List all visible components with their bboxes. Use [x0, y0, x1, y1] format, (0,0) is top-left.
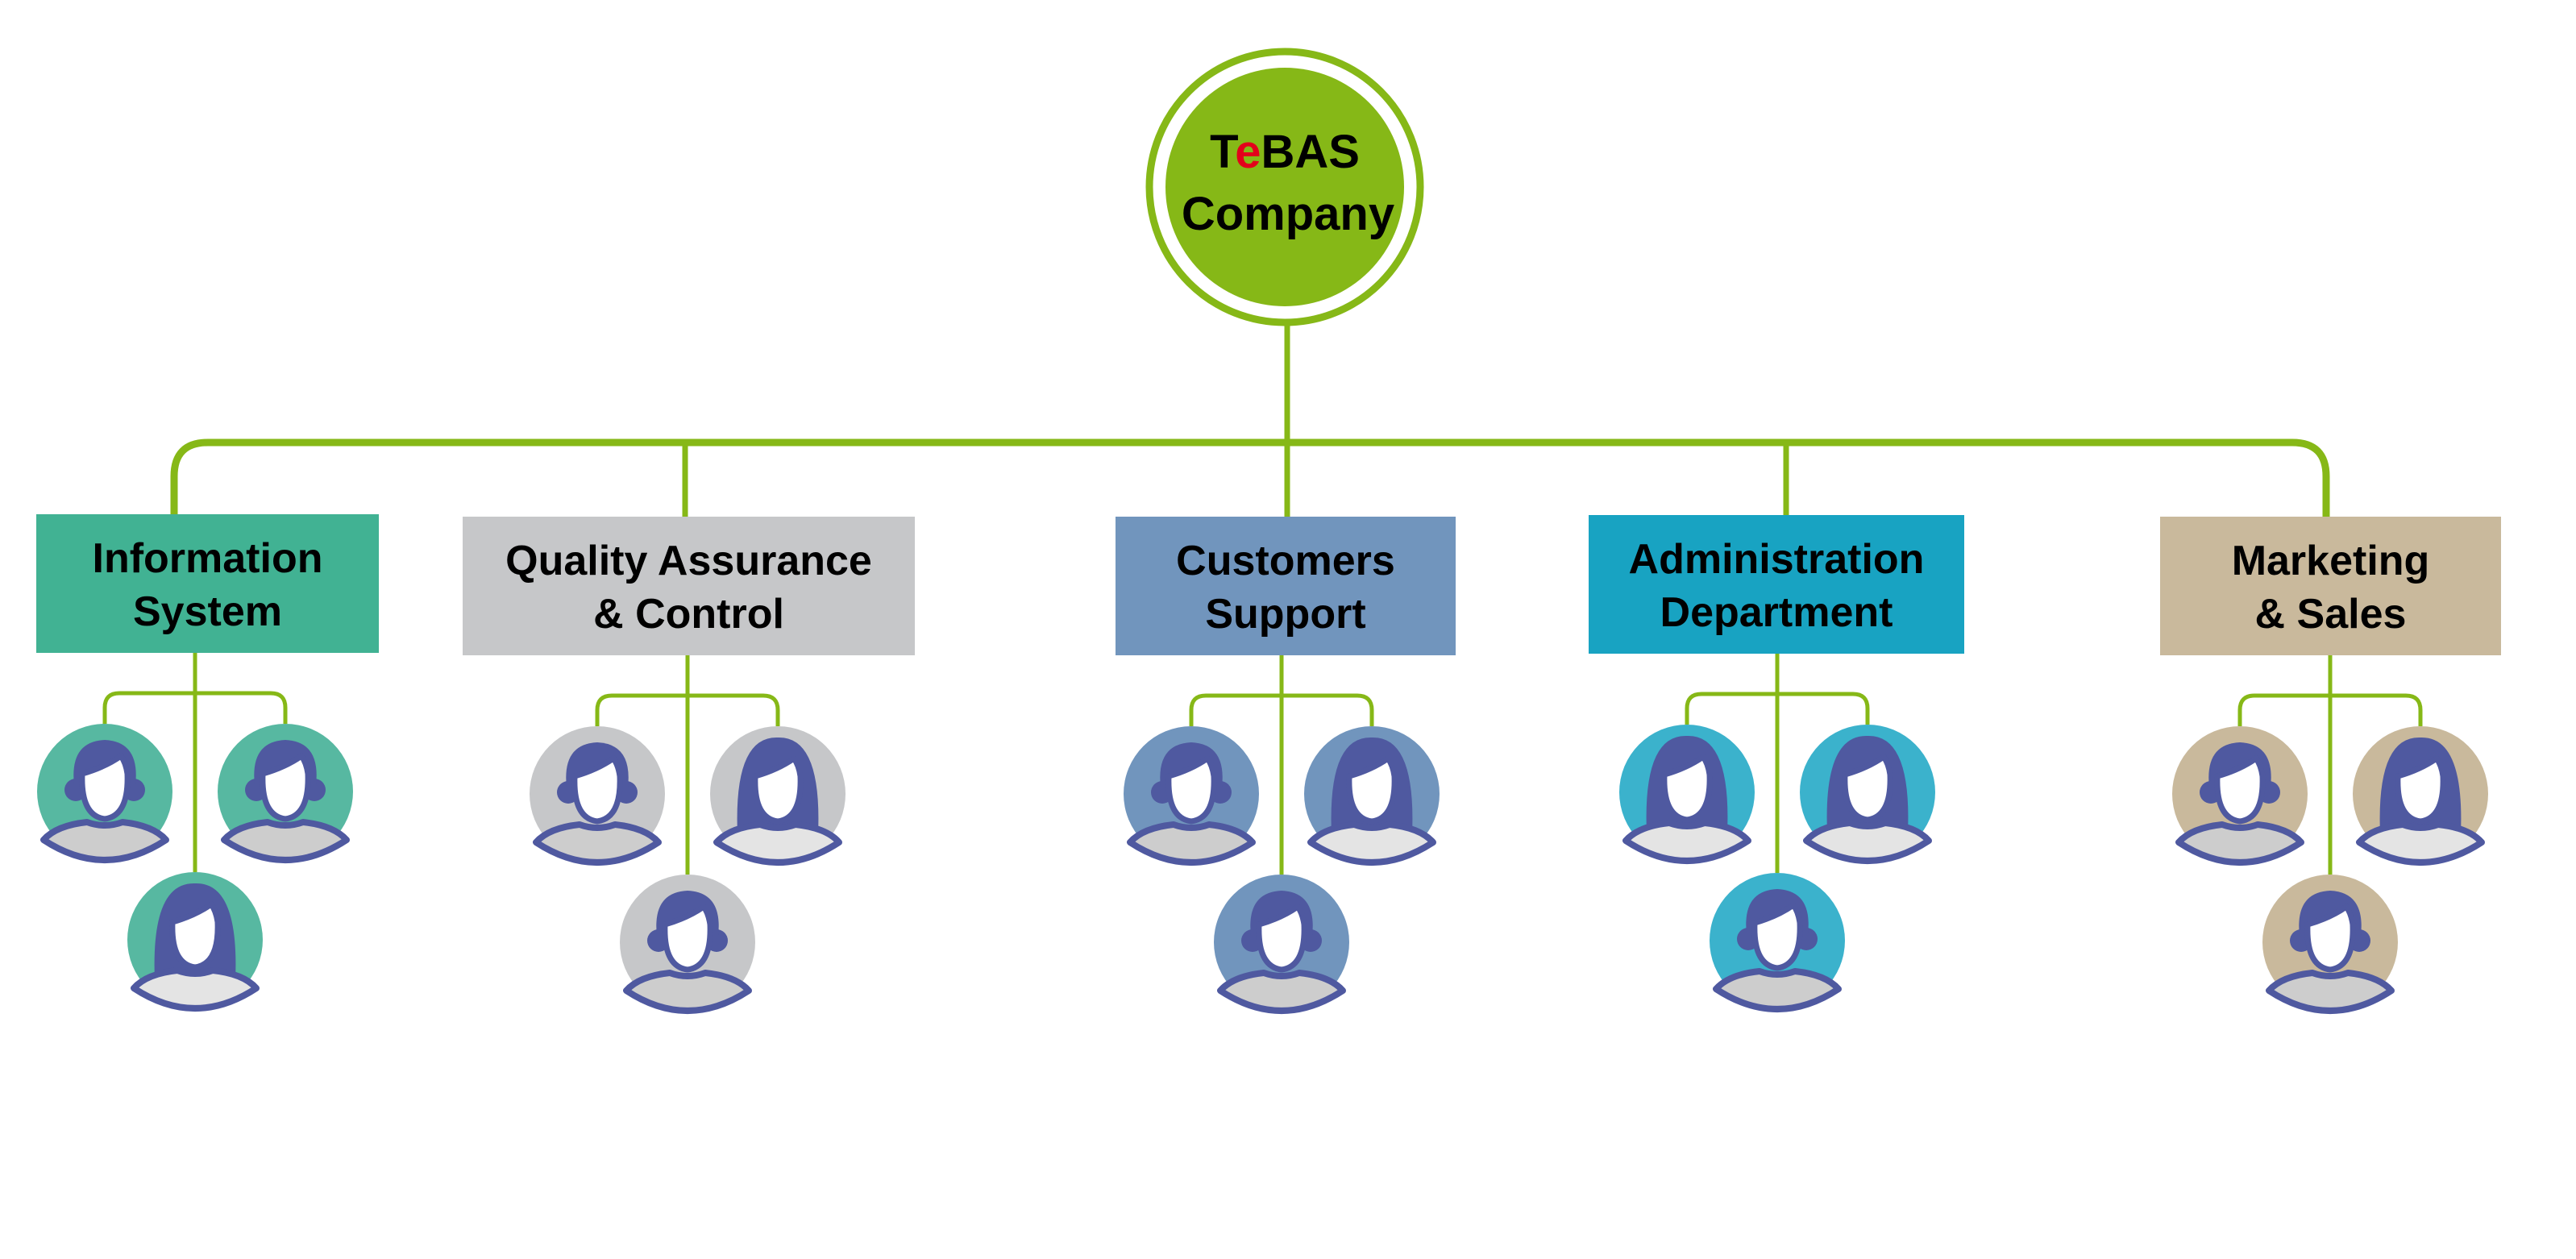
- shirt: [40, 819, 169, 863]
- department-box-background: [2160, 517, 2501, 655]
- face: [260, 752, 311, 822]
- root-node[interactable]: TeBAS Company: [1145, 48, 1424, 326]
- face: [2214, 754, 2266, 825]
- face: [1256, 903, 1307, 973]
- face: [1661, 753, 1713, 823]
- department-quality-assurance-control: Quality Assurance & Control: [463, 517, 915, 1014]
- shirt: [2356, 821, 2485, 866]
- male-person-icon[interactable]: [1710, 873, 1845, 1012]
- member-branch-connector: [2237, 693, 2423, 726]
- root-outer-ring: [1145, 48, 1424, 326]
- male-person-icon[interactable]: [2172, 726, 2308, 866]
- department-box-background: [1589, 515, 1964, 654]
- department-label-line: Quality Assurance: [505, 538, 872, 584]
- male-person-icon[interactable]: [620, 875, 755, 1014]
- male-person-icon[interactable]: [37, 724, 172, 863]
- department-box[interactable]: Quality Assurance & Control: [463, 517, 915, 655]
- department-label-line: & Control: [593, 591, 784, 638]
- root-circle: [1165, 68, 1404, 306]
- department-box[interactable]: Marketing & Sales: [2160, 517, 2501, 655]
- department-label-line: Support: [1205, 591, 1365, 638]
- face: [2304, 903, 2356, 973]
- department-label-line: & Sales: [2255, 591, 2407, 638]
- female-person-icon[interactable]: [710, 726, 846, 866]
- female-person-icon[interactable]: [2353, 726, 2488, 866]
- face: [1751, 901, 1803, 971]
- face: [752, 754, 804, 825]
- root-title-prefix: T: [1210, 126, 1238, 178]
- male-person-icon[interactable]: [530, 726, 665, 866]
- shirt: [1127, 821, 1256, 866]
- face: [169, 900, 221, 970]
- shirt: [131, 967, 260, 1012]
- shirt: [623, 970, 752, 1014]
- face: [571, 754, 623, 825]
- department-label-line: Marketing: [2232, 538, 2430, 584]
- member-branch-connector: [1189, 693, 1374, 726]
- member-branch-connector: [1685, 692, 1870, 725]
- shirt: [221, 819, 350, 863]
- department-label-line: Customers: [1176, 538, 1395, 584]
- main-connector-bar: [170, 438, 2330, 517]
- female-person-icon[interactable]: [1304, 726, 1440, 866]
- member-branch-connector: [102, 691, 288, 724]
- root-title: TeBAS: [1210, 126, 1360, 178]
- shirt: [2175, 821, 2304, 866]
- face: [2395, 754, 2446, 825]
- face: [662, 903, 713, 973]
- face: [1346, 754, 1398, 825]
- department-box-background: [1116, 517, 1456, 655]
- male-person-icon[interactable]: [2262, 875, 2398, 1014]
- connectors: [170, 322, 2330, 517]
- male-person-icon[interactable]: [1124, 726, 1259, 866]
- face: [79, 752, 131, 822]
- face: [1842, 753, 1893, 823]
- department-box-background: [36, 514, 379, 653]
- department-label-line: Administration: [1629, 536, 1925, 583]
- female-person-icon[interactable]: [127, 872, 263, 1012]
- shirt: [533, 821, 662, 866]
- department-box-background: [463, 517, 915, 655]
- male-person-icon[interactable]: [1214, 875, 1349, 1014]
- shirt: [713, 821, 842, 866]
- department-label-line: Information: [93, 535, 323, 582]
- female-person-icon[interactable]: [1619, 725, 1755, 864]
- member-branch-connector: [595, 693, 780, 726]
- shirt: [1217, 970, 1346, 1014]
- female-person-icon[interactable]: [1800, 725, 1935, 864]
- shirt: [1713, 968, 1842, 1012]
- shirt: [2266, 970, 2395, 1014]
- shirt: [1622, 820, 1751, 864]
- male-person-icon[interactable]: [218, 724, 353, 863]
- department-label-line: Department: [1660, 589, 1893, 636]
- shirt: [1803, 820, 1932, 864]
- root-title-highlight: e: [1235, 126, 1261, 178]
- shirt: [1307, 821, 1436, 866]
- face: [1165, 754, 1217, 825]
- department-marketing-sales: Marketing & Sales: [2160, 517, 2501, 1014]
- root-subtitle: Company: [1182, 188, 1394, 240]
- root-title-suffix: BAS: [1261, 126, 1359, 178]
- department-label-line: System: [133, 588, 282, 635]
